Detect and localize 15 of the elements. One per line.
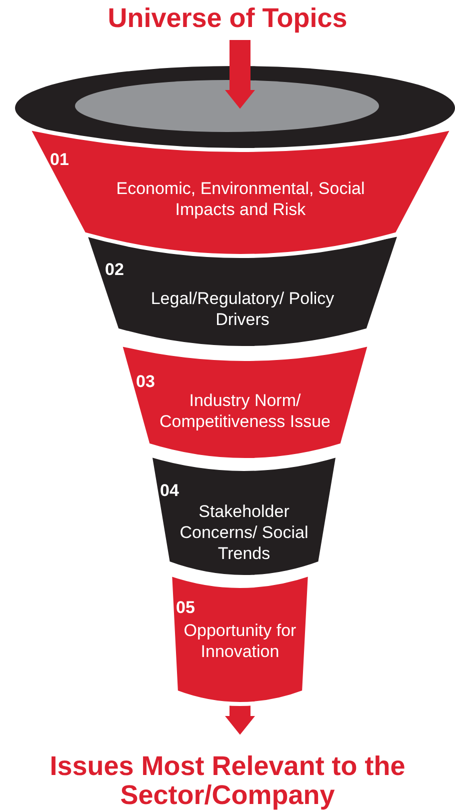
heading-text: Issues Most Relevant to the Sector/Company	[0, 752, 455, 810]
arrow	[225, 704, 255, 735]
band-label: Legal/Regulatory/ Policy Drivers	[150, 288, 336, 330]
band-label: Opportunity for Innovation	[182, 620, 298, 662]
band-label: Industry Norm/ Competitiveness Issue	[158, 390, 332, 432]
step-number: 03	[136, 372, 155, 392]
funnel-band	[120, 344, 370, 460]
band-label: Stakeholder Concerns/ Social Trends	[178, 501, 310, 564]
step-number: 05	[176, 598, 195, 618]
funnel-band	[85, 234, 400, 348]
funnel-band	[170, 574, 310, 704]
step-number: 02	[105, 260, 124, 280]
step-number: 04	[160, 481, 179, 501]
funnel-band	[150, 455, 338, 577]
heading-text: Universe of Topics	[0, 4, 455, 38]
